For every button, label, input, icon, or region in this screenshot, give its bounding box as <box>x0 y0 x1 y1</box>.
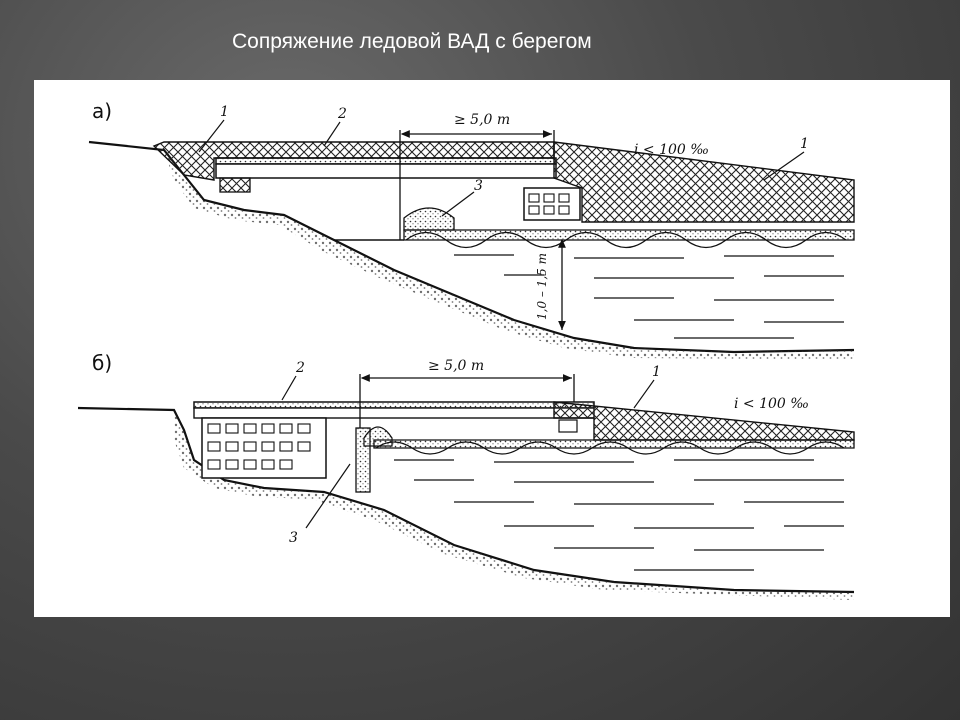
panel-b-slope-label: i < 100 ‰ <box>734 396 809 412</box>
panel-b-span-label: ≥ 5,0 m <box>428 358 484 374</box>
panel-a-callout-3: 3 <box>474 178 483 194</box>
panel-b-callout-2-line <box>281 375 297 401</box>
panel-a-slope-label: i < 100 ‰ <box>634 142 709 158</box>
panel-a-callout-3-line <box>441 191 475 217</box>
panel-a-left-support <box>219 177 251 193</box>
panel-b-ice-waves <box>375 441 845 455</box>
ice-road-bank-diagram: а) ≥ <box>77 99 855 600</box>
panel-a-ice-cover <box>403 229 855 241</box>
panel-a-water-lines <box>454 254 844 339</box>
panel-b-right-block <box>558 419 578 433</box>
panel-b-road-deck <box>193 401 595 409</box>
panel-b-callout-3-line <box>305 463 351 529</box>
panel-a-road-deck <box>215 157 557 165</box>
panel-b-callout-1: 1 <box>652 364 661 380</box>
panel-a-right-crib <box>523 187 581 221</box>
panel-a-callout-2: 2 <box>337 106 347 122</box>
panel-b-callout-3: 3 <box>289 530 298 546</box>
panel-b-label: б) <box>92 351 112 375</box>
panel-a-ground-hatch <box>164 150 854 360</box>
panel-b: б) <box>77 351 855 600</box>
diagram-panel: а) ≥ <box>34 80 950 617</box>
panel-a-ice-waves <box>405 231 847 249</box>
panel-a-snow-slope-right <box>553 141 855 223</box>
panel-a: а) ≥ <box>88 99 855 360</box>
panel-a-callout-1-right: 1 <box>800 136 809 152</box>
panel-a-callout-2-line <box>323 121 341 147</box>
panel-b-ice-cover <box>373 439 855 449</box>
panel-a-depth-label: 1,0 – 1,5 m <box>535 253 549 320</box>
panel-a-callout-1-left: 1 <box>220 104 229 120</box>
panel-a-callout-1-left-line <box>198 119 225 153</box>
panel-a-callout-1-right-line <box>763 151 805 181</box>
panel-b-water-lines <box>394 459 844 571</box>
panel-b-deck-beam <box>193 407 595 419</box>
panel-b-crib <box>201 417 327 479</box>
slide-title: Сопряжение ледовой ВАД с берегом <box>232 30 592 53</box>
panel-b-callout-2: 2 <box>295 360 305 376</box>
panel-a-ice-mound <box>403 207 455 231</box>
panel-a-label: а) <box>92 99 112 123</box>
panel-a-span-label: ≥ 5,0 m <box>454 112 510 128</box>
panel-a-deck-beam <box>215 163 557 179</box>
panel-b-callout-1-line <box>633 379 655 409</box>
